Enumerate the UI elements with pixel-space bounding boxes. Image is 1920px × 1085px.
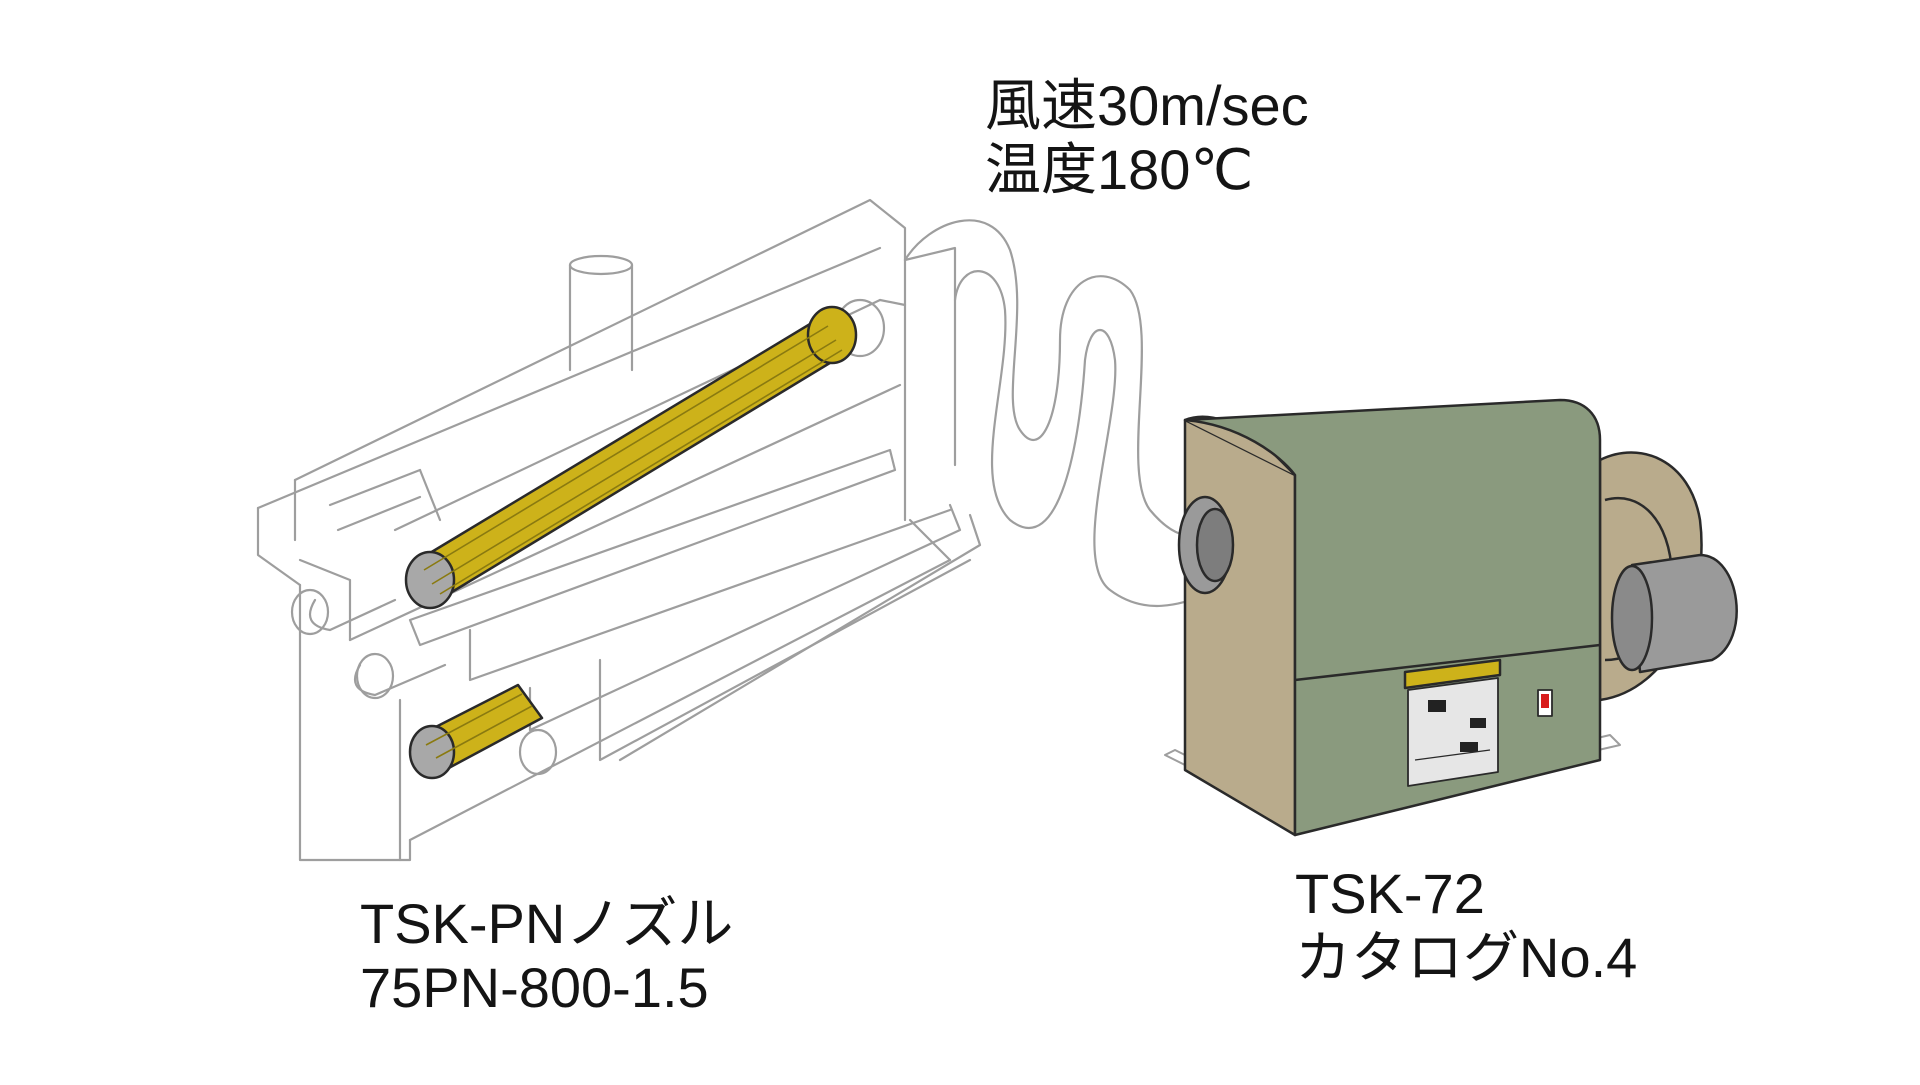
lower-nozzle (408, 683, 544, 780)
temperature-text: 温度180℃ (985, 138, 1254, 201)
nozzle-label: TSK-PNノズル 75PN-800-1.5 (360, 892, 733, 1020)
heater-unit (1164, 398, 1738, 837)
flexible-duct (903, 219, 1217, 607)
control-panel (1403, 658, 1502, 787)
nozzle-name-text: TSK-PNノズル (360, 892, 734, 955)
power-switch (1537, 689, 1553, 717)
spec-label: 風速30m/sec 温度180℃ (985, 74, 1309, 202)
heater-name-text: TSK-72 (1295, 862, 1485, 925)
heater-label: TSK-72 カタログNo.4 (1295, 862, 1637, 990)
idler-rollers (290, 298, 886, 776)
nozzle-model-text: 75PN-800-1.5 (360, 956, 709, 1019)
vertical-duct (568, 254, 634, 372)
wind-speed-text: 風速30m/sec (985, 74, 1309, 137)
heater-catalog-text: カタログNo.4 (1295, 926, 1638, 989)
machine-frame (256, 198, 957, 862)
main-nozzle (404, 305, 858, 610)
lower-trough (408, 448, 982, 762)
